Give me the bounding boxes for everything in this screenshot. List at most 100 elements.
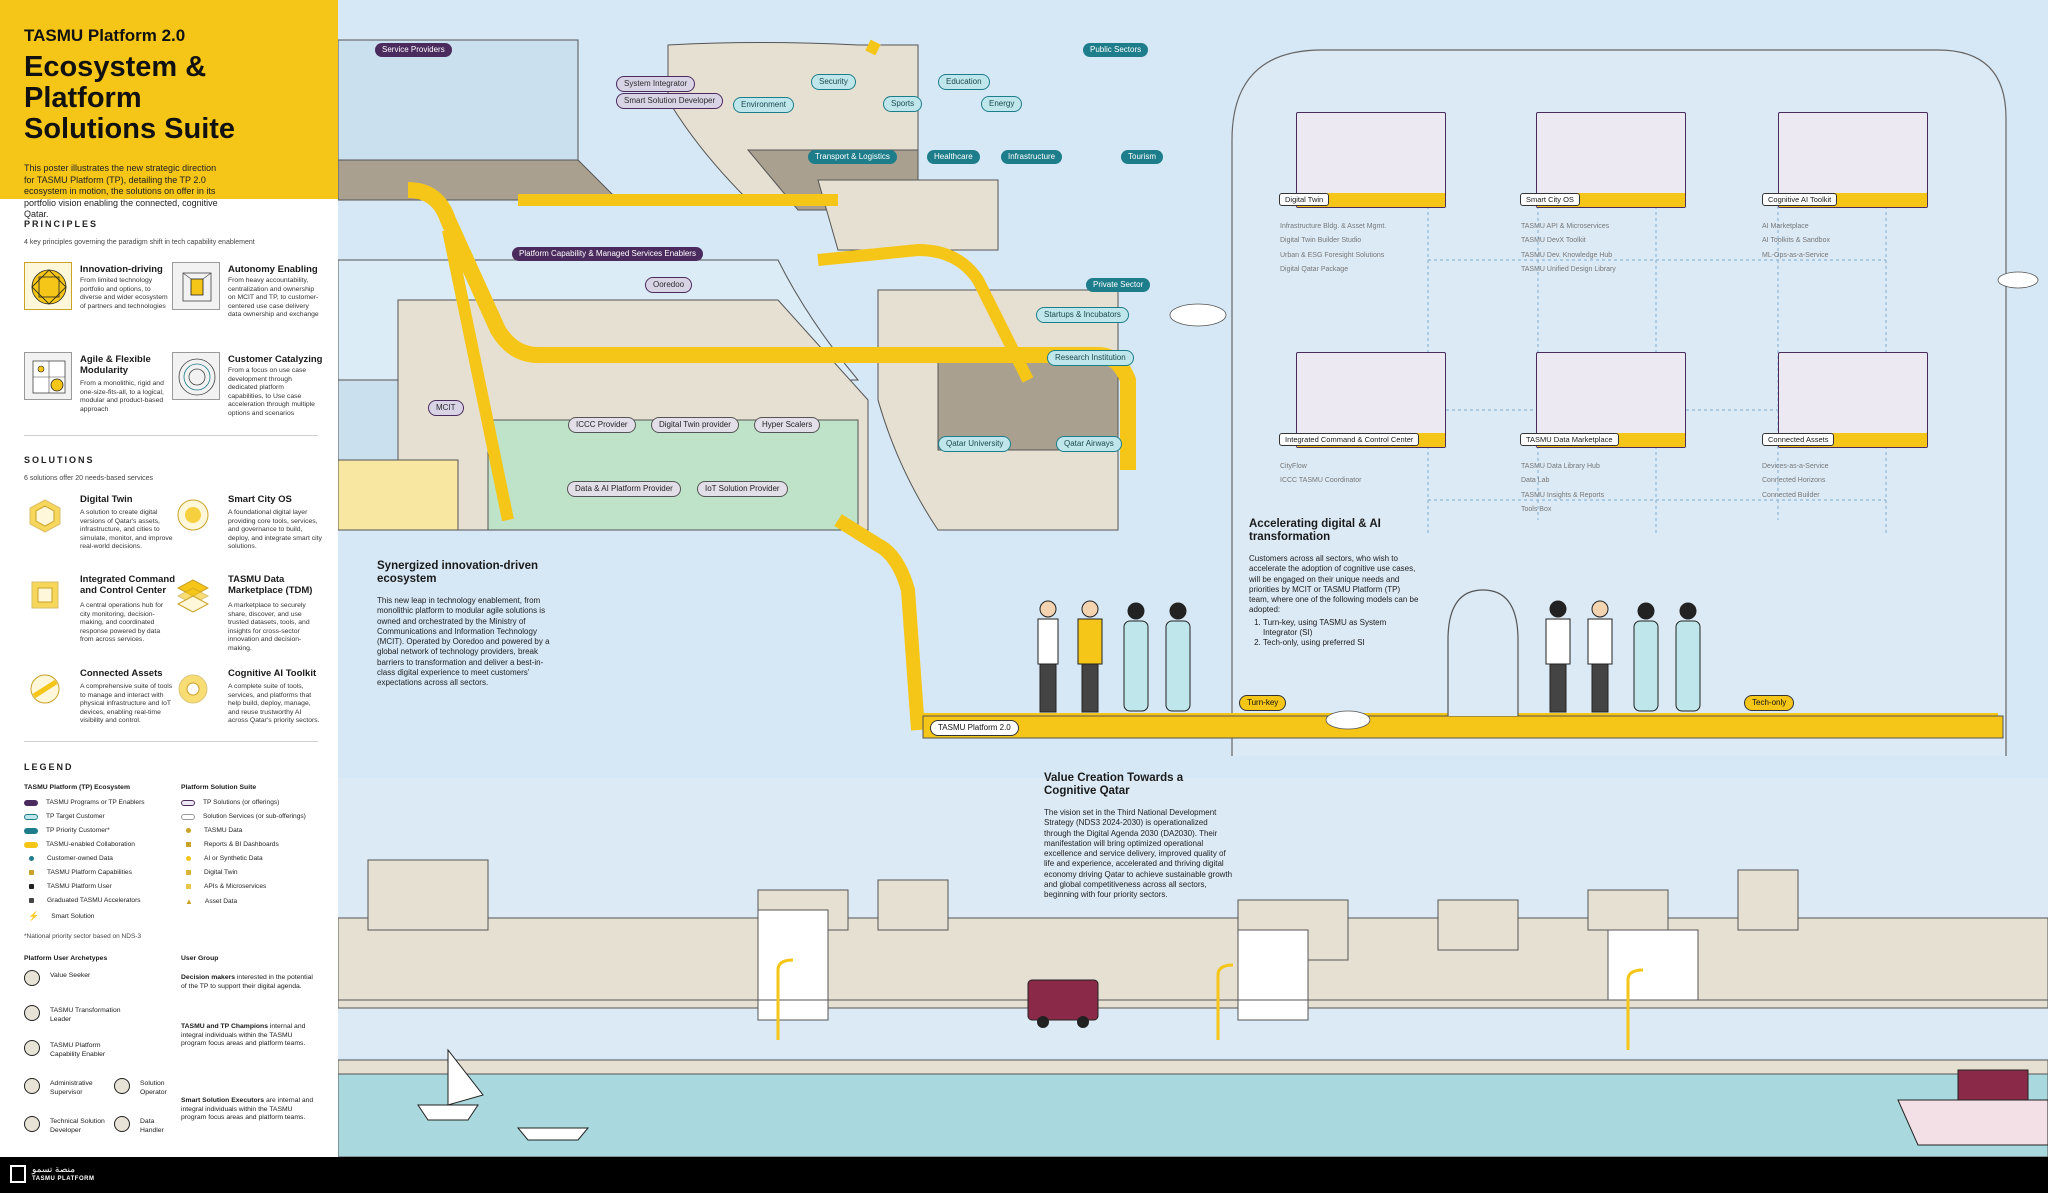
group-text: are internal and integral individuals wi… [181,1097,314,1121]
accelerating-item: Tech-only, using preferred SI [1263,638,1421,648]
legend-swatch [24,841,38,848]
solution-title: Cognitive AI Toolkit [228,668,317,679]
digital-twin-provider-pill: Digital Twin provider [651,417,739,433]
solution-title: Integrated Command and Control Center [80,574,176,596]
solution-desc: A marketplace to securely share, discove… [228,602,310,652]
service-item: Connected Builder [1762,491,1820,499]
legend-swatch [186,870,191,875]
iccc-icon [24,574,66,616]
triangle-icon: ▲ [185,897,193,906]
service-item: Connected Horizons [1762,477,1826,485]
service-item: Digital Twin Builder Studio [1280,237,1362,245]
service-item: TASMU Insights & Reports [1521,491,1605,499]
sports-pill: Sports [883,96,923,112]
legend-label: TP Priority Customer* [46,827,110,834]
innovation-icon [24,262,72,310]
legend-label: Solution Services (or sub-offerings) [203,813,306,820]
legend-swatch [24,799,38,806]
solution-title: Smart City OS [228,494,292,505]
legend-footnote: *National priority sector based on NDS-3 [24,933,142,940]
service-item: Tools Box [1521,505,1552,513]
lightning-icon: ⚡ [28,911,40,921]
infrastructure-pill: Infrastructure [1001,150,1063,164]
smart-city-os-label: Smart City OS [1520,193,1580,206]
archetypes-title: Platform User Archetypes [24,955,108,962]
legend-item: TASMU Platform User [24,883,112,890]
legend-swatch [186,884,191,889]
service-item: ICCC TASMU Coordinator [1280,477,1362,485]
solution-title: Connected Assets [80,668,163,679]
legend-item: ⚡ Smart Solution [24,911,94,922]
security-pill: Security [811,74,856,90]
research-pill: Research Institution [1047,350,1134,366]
principle-title: Customer Catalyzing [228,354,323,365]
title-line-1: Ecosystem & Platform [24,51,207,114]
accelerating-block: Accelerating digital & AI transformation… [1249,518,1421,648]
user-group-desc: Smart Solution Executors are internal an… [181,1097,319,1123]
legend-col2-title: Platform Solution Suite [181,784,257,791]
legend-label: TP Solutions (or offerings) [203,799,280,806]
qatar-university-pill: Qatar University [938,436,1012,452]
archetype-label: Administrative Supervisor [50,1080,93,1096]
solution-desc: A comprehensive suite of tools to manage… [80,683,173,724]
scene-illustration [338,39,2048,1157]
legend-label: TASMU-enabled Collaboration [46,841,135,848]
service-item: TASMU API & Microservices [1521,223,1610,230]
qatar-airways-pill: Qatar Airways [1056,436,1122,452]
public-sectors-pill: Public Sectors [1083,43,1149,57]
archetype-label: TASMU Transformation Leader [50,1007,121,1023]
principle-desc: From limited technology portfolio and op… [80,277,168,310]
service-item: Devices-as-a-Service [1762,463,1829,470]
iccc-provider-pill: ICCC Provider [568,417,636,433]
legend-swatch [186,828,191,833]
user-group-desc: Decision makers interested in the potent… [181,974,319,991]
legend-item: Reports & BI Dashboards [181,841,279,848]
startups-pill: Startups & Incubators [1036,307,1129,323]
archetype-label: Value Seeker [50,972,91,979]
legend-swatch [29,870,34,875]
principle-desc: From a monolithic, rigid and one-size-fi… [80,380,164,413]
legend-label: Digital Twin [204,869,238,876]
legend-label: Asset Data [204,898,238,905]
person-icon [114,1116,130,1132]
service-item: TASMU Unified Design Library [1521,265,1616,273]
energy-pill: Energy [981,96,1023,112]
connected-assets-box [1778,352,1928,448]
platform-enablers-pill: Platform Capability & Managed Services E… [512,247,703,261]
education-pill: Education [938,74,990,90]
tasmu-platform-bar-label: TASMU Platform 2.0 [930,720,1019,736]
legend-item: AI or Synthetic Data [181,855,263,862]
iot-provider-pill: IoT Solution Provider [697,481,788,497]
data-marketplace-icon [172,574,214,616]
ooredoo-pill: Ooredoo [645,277,693,293]
private-sector-pill: Private Sector [1086,278,1151,292]
legend-item: APIs & Microservices [181,883,266,890]
service-item: TASMU Data Library Hub [1521,463,1600,470]
divider [24,435,318,436]
digital-twin-icon [24,494,66,536]
archetype-label: Solution Operator [140,1080,167,1096]
synergized-block: Synergized innovation-driven ecosystem T… [377,560,557,689]
group-text: interested in the potential of the TP to… [181,974,313,990]
tasmu-logo-icon [10,1165,26,1183]
digital-twin-services: Infrastructure Bldg. & Asset Mgmt. Digit… [1280,220,1386,277]
connected-assets-services: Devices-as-a-Service Connected Horizons … [1762,460,1829,503]
legend-label: Smart Solution [51,913,95,920]
solutions-subheading: 6 solutions offer 20 needs-based service… [24,475,154,482]
data-marketplace-label: TASMU Data Marketplace [1520,433,1619,446]
divider [24,741,318,742]
mcit-pill: MCIT [428,400,464,416]
person-icon [24,1040,40,1056]
logo-arabic: منصة تسمو [32,1164,76,1174]
legend-item: Graduated TASMU Accelerators [24,897,141,904]
intro-text: This poster illustrates the new strategi… [24,163,218,219]
cognitive-ai-services: AI Marketplace AI Toolkits & Sandbox ML-… [1762,220,1830,263]
principle-title: Agile & Flexible Modularity [80,354,151,376]
legend-label: TP Target Customer [46,813,105,820]
legend-item: TASMU Platform Capabilities [24,869,132,876]
legend-col1-title: TASMU Platform (TP) Ecosystem [24,784,130,791]
service-item: Urban & ESG Foresight Solutions [1280,251,1385,259]
